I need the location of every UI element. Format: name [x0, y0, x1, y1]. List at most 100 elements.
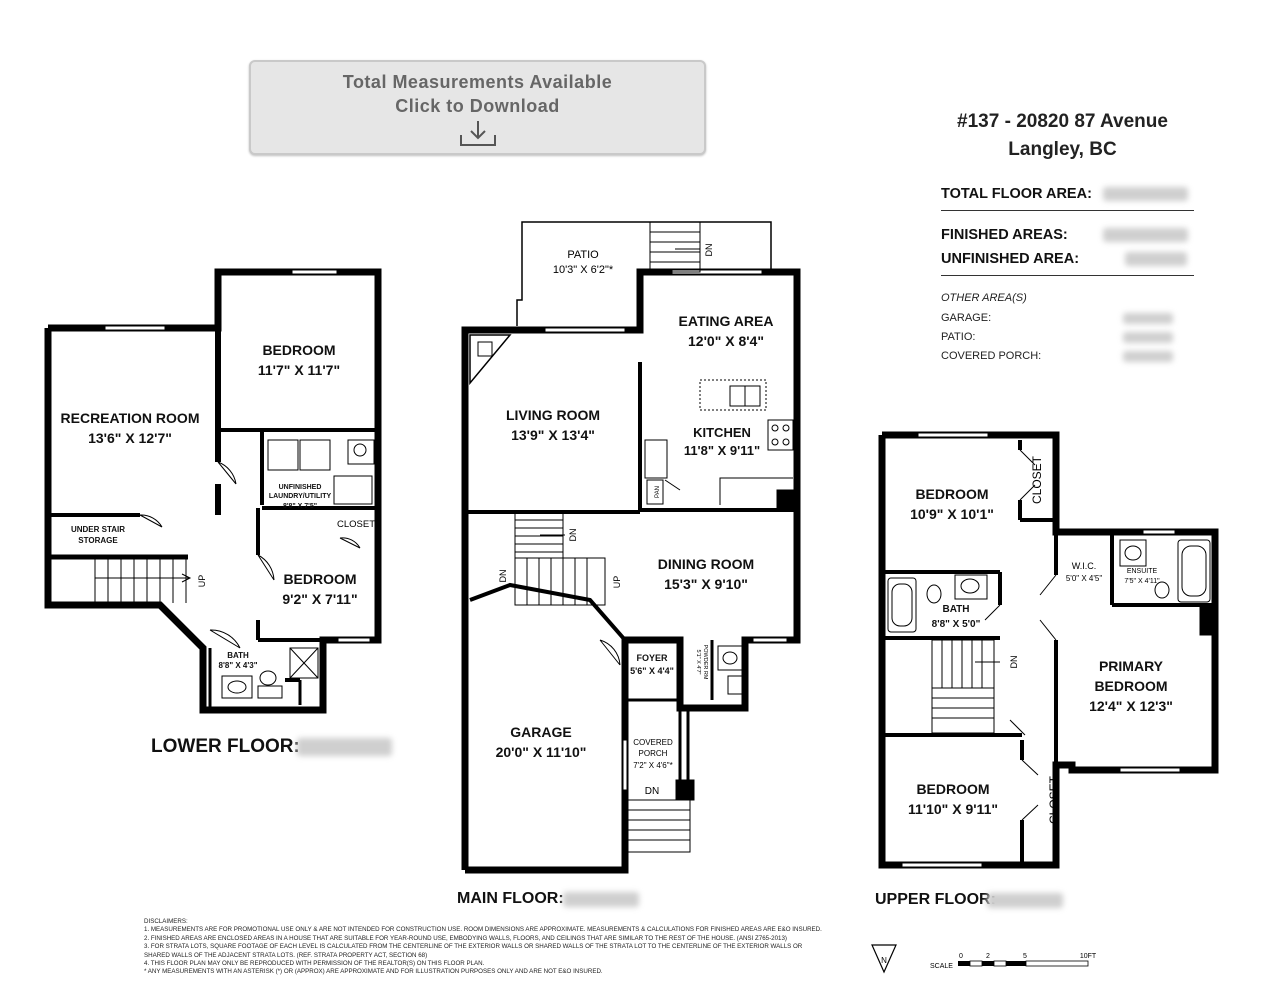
recreation-room-name: RECREATION ROOM — [61, 410, 200, 426]
laundry-name-1: UNFINISHED — [279, 484, 322, 491]
covered-porch-name-2: PORCH — [639, 749, 668, 758]
lower-bedroom-2-dim: 9'2" X 7'11" — [282, 591, 357, 607]
laundry-dim: 8'8" X 7'5" — [283, 503, 317, 510]
eating-area-name: EATING AREA — [679, 313, 774, 329]
disclaimers: DISCLAIMERS: 1. MEASUREMENTS ARE FOR PRO… — [144, 918, 844, 977]
ensuite-name: ENSUITE — [1127, 568, 1158, 575]
compass-letter: N — [881, 956, 887, 965]
covered-porch-area-value-redacted — [1123, 351, 1173, 362]
disclaimer-line: SHARED WALLS OF THE ADJACENT STRATA LOTS… — [144, 951, 428, 959]
lower-closet-label: CLOSET — [337, 519, 375, 530]
upper-bedroom-1-name: BEDROOM — [915, 486, 988, 502]
foyer-dim: 5'6" X 4'4" — [630, 666, 674, 676]
lower-floor-area-redacted — [297, 738, 392, 756]
download-measurements-button[interactable]: Total Measurements Available Click to Do… — [249, 60, 706, 155]
upper-closet-1-label: CLOSET — [1030, 455, 1044, 504]
eating-area-dim: 12'0" X 8'4" — [688, 333, 764, 349]
total-floor-area-value-redacted — [1103, 187, 1188, 201]
dining-room-dim: 15'3" X 9'10" — [664, 576, 748, 592]
address-line2: Langley, BC — [1008, 139, 1117, 160]
unfinished-area-label: UNFINISHED AREA: — [941, 251, 1080, 267]
address-line1: #137 - 20820 87 Avenue — [957, 111, 1168, 132]
living-room-dim: 13'9" X 13'4" — [511, 427, 595, 443]
upper-closet-2-label: CLOSET — [1047, 775, 1061, 824]
upper-floor-area-redacted — [987, 893, 1063, 908]
patio-name: PATIO — [567, 249, 599, 261]
kitchen-name: KITCHEN — [693, 425, 751, 440]
lower-bath-name: BATH — [227, 651, 249, 660]
lower-floor-plan — [44, 268, 382, 714]
patio-stair-dn-label: DN — [704, 244, 714, 257]
upper-bath-name: BATH — [942, 604, 969, 615]
primary-bedroom-dim: 12'4" X 12'3" — [1089, 698, 1173, 714]
wic-name: W.I.C. — [1072, 561, 1097, 571]
lower-stair-up-label: UP — [197, 575, 207, 588]
disclaimer-line: 3. FOR STRATA LOTS, SQUARE FOOTAGE OF EA… — [144, 943, 803, 951]
covered-porch-area-label: COVERED PORCH: — [941, 350, 1042, 362]
divider — [941, 275, 1194, 276]
upper-bedroom-1-dim: 10'9" X 10'1" — [910, 506, 994, 522]
garage-area-label: GARAGE: — [941, 312, 992, 324]
garage-area-value-redacted — [1123, 313, 1173, 324]
divider — [941, 210, 1194, 211]
main-floor-label: MAIN FLOOR: — [457, 890, 564, 907]
scale-tick-2: 2 — [986, 953, 990, 960]
foyer-name: FOYER — [636, 653, 668, 663]
scale-tick-5: 5 — [1023, 953, 1027, 960]
under-stair-storage-1: UNDER STAIR — [71, 525, 125, 534]
powder-room-name: POWDER RM — [702, 645, 708, 680]
recreation-room-dim: 13'6" X 12'7" — [88, 430, 172, 446]
main-floor-area-redacted — [563, 892, 639, 907]
unfinished-area-value-redacted — [1125, 252, 1187, 266]
upper-bedroom-2-name: BEDROOM — [916, 781, 989, 797]
patio-area-label: PATIO: — [941, 331, 976, 343]
porch-stair-dn-label: DN — [645, 786, 659, 797]
laundry-name-2: LAUNDRY/UTILITY — [269, 493, 332, 500]
under-stair-storage-2: STORAGE — [78, 536, 118, 545]
lower-bedroom-1-dim: 11'7" X 11'7" — [258, 362, 340, 378]
primary-bedroom-name-2: BEDROOM — [1094, 678, 1167, 694]
upper-floor-label: UPPER FLOOR: — [875, 891, 996, 908]
main-stair-up-label: UP — [612, 576, 622, 589]
ensuite-dim: 7'5" X 4'11" — [1124, 578, 1160, 585]
finished-areas-label: FINISHED AREAS: — [941, 227, 1068, 243]
garage-dim: 20'0" X 11'10" — [496, 744, 587, 760]
disclaimer-line: 1. MEASUREMENTS ARE FOR PROMOTIONAL USE … — [144, 926, 822, 934]
upper-stair-dn-label: DN — [1009, 656, 1019, 669]
upper-bedroom-2-dim: 11'10" X 9'11" — [908, 801, 998, 817]
patio-dim: 10'3" X 6'2"* — [553, 264, 614, 276]
scale-tick-10ft: 10FT — [1080, 953, 1097, 960]
disclaimer-line: * ANY MEASUREMENTS WITH AN ASTERISK (*) … — [144, 968, 603, 976]
download-icon — [459, 121, 496, 146]
download-line2: Click to Download — [395, 96, 560, 116]
finished-areas-value-redacted — [1103, 228, 1188, 242]
total-floor-area-label: TOTAL FLOOR AREA: — [941, 186, 1092, 202]
upper-bath-dim: 8'8" X 5'0" — [932, 619, 981, 630]
scale-bar: SCALE 0 2 5 10FT — [930, 953, 1097, 970]
lower-bedroom-2-name: BEDROOM — [283, 571, 356, 587]
covered-porch-dim: 7'2" X 4'6"* — [633, 761, 672, 770]
main-floor-plan — [461, 221, 801, 874]
pantry-label: PAN — [655, 486, 661, 498]
lower-floor-label: LOWER FLOOR: — [151, 736, 300, 757]
covered-porch-name-1: COVERED — [633, 738, 673, 747]
disclaimer-line: 4. THIS FLOOR PLAN MAY ONLY BE REPRODUCE… — [144, 960, 485, 968]
north-compass: N — [871, 944, 897, 974]
patio-area-value-redacted — [1123, 332, 1173, 343]
download-line1: Total Measurements Available — [342, 72, 613, 92]
scale-label: SCALE — [930, 963, 953, 970]
lower-bath-dim: 8'8" X 4'3" — [219, 661, 258, 670]
wic-dim: 5'0" X 4'5" — [1066, 574, 1102, 583]
main-stair-dn-label-2: DN — [498, 570, 508, 583]
disclaimer-heading: DISCLAIMERS: — [144, 918, 188, 925]
primary-bedroom-name-1: PRIMARY — [1099, 658, 1164, 674]
living-room-name: LIVING ROOM — [506, 407, 600, 423]
upper-floor-plan — [878, 431, 1219, 869]
dining-room-name: DINING ROOM — [658, 556, 754, 572]
garage-name: GARAGE — [510, 724, 571, 740]
lower-bedroom-1-name: BEDROOM — [262, 342, 335, 358]
powder-room-dim: 5'1" X 4'7" — [695, 650, 701, 675]
other-areas-heading: OTHER AREA(S) — [941, 292, 1027, 304]
disclaimer-line: 2. FINISHED AREAS ARE ENCLOSED AREAS IN … — [144, 934, 787, 942]
